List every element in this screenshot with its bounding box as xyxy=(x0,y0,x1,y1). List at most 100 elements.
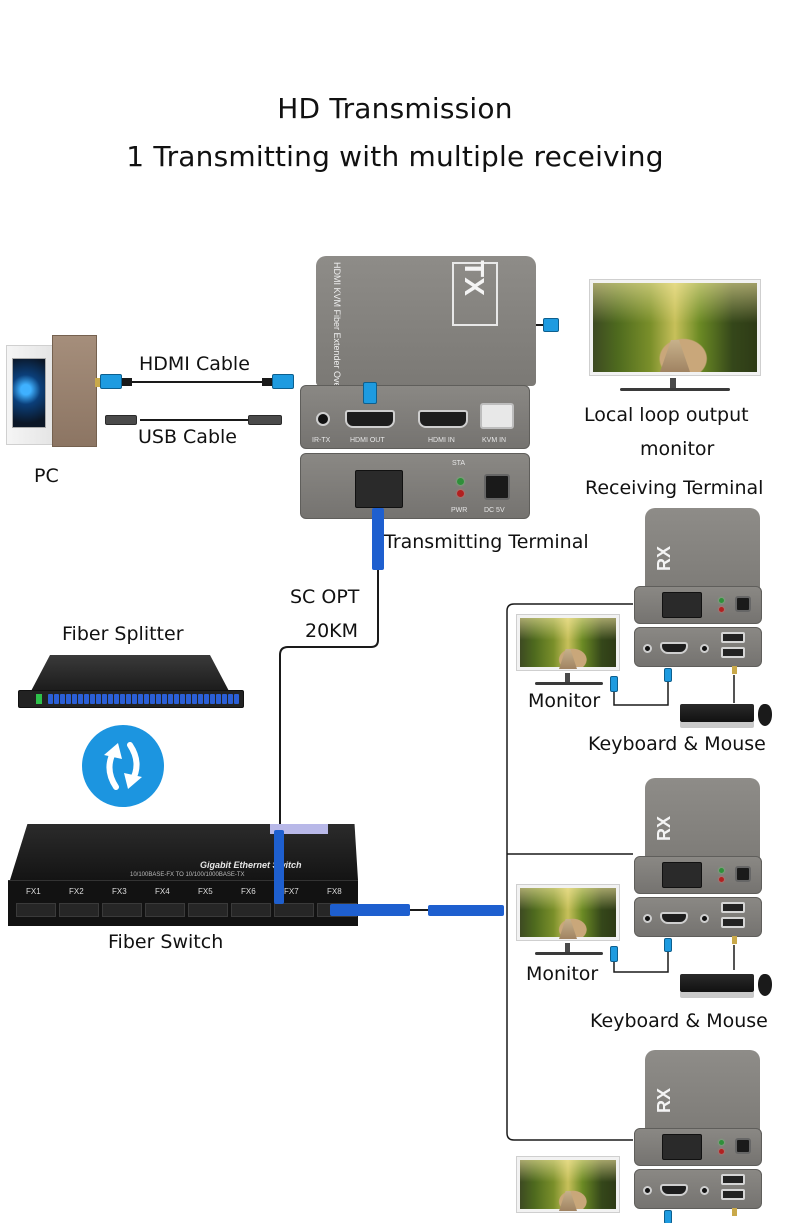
splitter-port xyxy=(180,694,185,704)
rx-ir-port xyxy=(643,644,652,653)
splitter-port xyxy=(72,694,77,704)
loop-monitor-hdmi-plug-icon xyxy=(543,318,559,332)
splitter-output-ports xyxy=(48,694,239,704)
fiber-bus-line xyxy=(506,603,633,1141)
tx-hdmi-in-port xyxy=(418,410,468,428)
rx-ir-port xyxy=(643,914,652,923)
rx-usb-port-2 xyxy=(721,917,745,928)
splitter-port xyxy=(84,694,89,704)
splitter-body xyxy=(30,655,230,693)
monitor-neck xyxy=(670,378,676,390)
splitter-port xyxy=(60,694,65,704)
rx-sta-led xyxy=(719,1140,724,1145)
splitter-port xyxy=(66,694,71,704)
splitter-port xyxy=(168,694,173,704)
rx-sta-led xyxy=(719,598,724,603)
rx-usb-plug-icon xyxy=(732,666,737,674)
splitter-input-port xyxy=(36,694,42,704)
usb-connector-left-icon xyxy=(105,415,137,425)
tx-hdmi-out-port xyxy=(345,410,395,428)
switch-fx7-fiber-plug-icon xyxy=(274,830,284,904)
switch-port xyxy=(59,903,99,917)
tx-port-label-hdmi-out: HDMI OUT xyxy=(350,437,385,444)
rx-dc-jack xyxy=(735,866,751,882)
usb-cable-label: USB Cable xyxy=(138,426,237,448)
rx-sc-fiber-port xyxy=(662,862,702,888)
tx-brand: TX xyxy=(459,260,490,296)
splitter-port xyxy=(126,694,131,704)
splitter-port xyxy=(174,694,179,704)
transmitting-terminal-label: Transmitting Terminal xyxy=(384,531,589,553)
splitter-port xyxy=(54,694,59,704)
tx-pwr-label: PWR xyxy=(451,507,468,514)
diagram-subtitle: 1 Transmitting with multiple receiving xyxy=(126,140,664,173)
splitter-port xyxy=(114,694,119,704)
rx-hdmi-out-port xyxy=(660,912,688,924)
tx-top-cover xyxy=(316,256,536,386)
pc-front-panel xyxy=(52,335,97,447)
receiving-terminal-label: Receiving Terminal xyxy=(585,477,764,499)
hdmi-boot-left xyxy=(122,378,132,386)
tx-port-label-ir: IR-TX xyxy=(312,437,331,444)
switch-port xyxy=(274,903,314,917)
rx-usb-port-1 xyxy=(721,632,745,643)
monitor-neck xyxy=(565,673,570,683)
rx-pwr-led xyxy=(719,1149,724,1154)
switch-port xyxy=(16,903,56,917)
switch-port xyxy=(188,903,228,917)
monitor-screen xyxy=(590,280,760,375)
switch-port-label: FX5 xyxy=(198,887,213,896)
rx1-monitor-label: Monitor xyxy=(528,690,601,712)
tx-kvm-in-port xyxy=(480,403,514,429)
fiber-trunk-line xyxy=(279,570,379,830)
splitter-port xyxy=(138,694,143,704)
rx-usb-port-2 xyxy=(721,647,745,658)
pc-window xyxy=(12,358,46,428)
monitor-neck xyxy=(565,943,570,953)
tx-pwr-led xyxy=(457,490,464,497)
switch-fx8-fiber-plug-icon xyxy=(330,904,410,916)
rx-audio-port xyxy=(700,1186,709,1195)
rx-pwr-led xyxy=(719,607,724,612)
splitter-port xyxy=(150,694,155,704)
splitter-port xyxy=(210,694,215,704)
rx2-keyboard-mouse-label: Keyboard & Mouse xyxy=(590,1010,768,1032)
fiber-switch-label: Fiber Switch xyxy=(108,931,224,953)
switch-port-label: FX8 xyxy=(327,887,342,896)
switch-sticker xyxy=(270,824,328,834)
rx-monitor-hdmi-plug-icon xyxy=(610,676,618,692)
rx-dc-jack xyxy=(735,1138,751,1154)
usb-connector-right-icon xyxy=(248,415,282,425)
hdmi-connector-left-icon xyxy=(100,374,122,389)
rx2-monitor-cable xyxy=(613,945,669,973)
tx-sc-fiber-plug-icon xyxy=(372,508,384,570)
switch-port-label: FX3 xyxy=(112,887,127,896)
splitter-port xyxy=(186,694,191,704)
switch-port-label: FX7 xyxy=(284,887,299,896)
splitter-port xyxy=(120,694,125,704)
rx-ir-port xyxy=(643,1186,652,1195)
rx-brand: RX xyxy=(654,815,675,842)
switch-port-label: FX6 xyxy=(241,887,256,896)
sc-opt-label: SC OPT xyxy=(290,586,360,608)
rx-usb-port-1 xyxy=(721,902,745,913)
splitter-port xyxy=(48,694,53,704)
rx1-keyboard-mouse-label: Keyboard & Mouse xyxy=(588,733,766,755)
rx-brand: RX xyxy=(654,545,675,572)
splitter-port xyxy=(198,694,203,704)
splitter-port xyxy=(216,694,221,704)
tx-sta-label: STA xyxy=(452,460,466,467)
rx-sta-led xyxy=(719,868,724,873)
distance-label: 20KM xyxy=(305,620,359,642)
switch-port xyxy=(102,903,142,917)
rx1-monitor-cable xyxy=(613,675,669,706)
rx-hdmi-out-port xyxy=(660,642,688,654)
splitter-port xyxy=(156,694,161,704)
rx-sc-fiber-port xyxy=(662,1134,702,1160)
switch-port xyxy=(231,903,271,917)
local-loop-label-line1: Local loop output xyxy=(584,404,749,426)
fiber-splitter-label: Fiber Splitter xyxy=(62,623,184,645)
monitor-base xyxy=(535,952,603,955)
splitter-port xyxy=(204,694,209,704)
hdmi-boot-right xyxy=(262,378,272,386)
